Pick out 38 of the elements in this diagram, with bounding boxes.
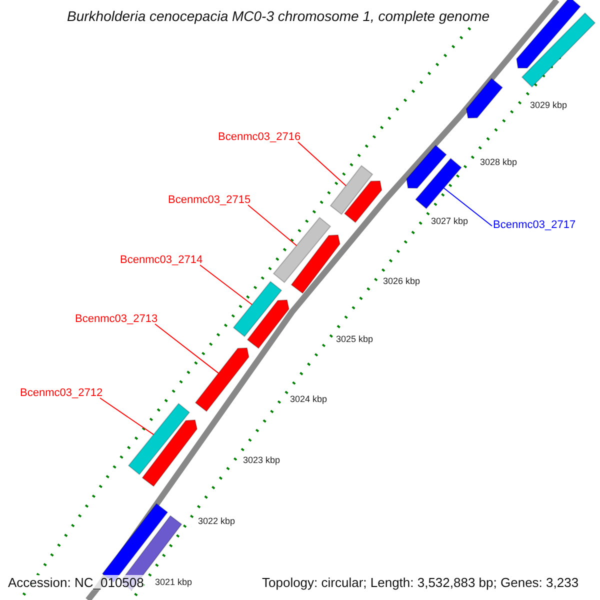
footer-info-text: Accession: NC_010508 xyxy=(8,575,144,590)
gene-feature xyxy=(415,158,462,210)
leader-line xyxy=(100,398,154,436)
leader-line xyxy=(200,264,252,306)
leader-line xyxy=(154,324,219,374)
footer-info-text: Topology: circular; Length: 3,532,883 bp; Genes: 3,233 xyxy=(262,575,579,590)
scale-tick-label: 3023 kbp xyxy=(243,455,280,465)
gene-name-label: Bcenmc03_2715 xyxy=(168,194,251,206)
gene-feature xyxy=(246,299,290,349)
scale-tick-label: 3022 kbp xyxy=(198,516,236,526)
leader-line xyxy=(298,142,346,186)
map-title: Burkholderia cenocepacia MC0-3 chromosome 1, complete genome xyxy=(67,8,490,24)
leader-line xyxy=(248,204,298,246)
gene-name-label: Bcenmc03_2713 xyxy=(75,313,158,325)
scale-tick-label: 3024 kbp xyxy=(290,394,328,404)
gene-name-label: Bcenmc03_2712 xyxy=(20,387,103,399)
gene-feature xyxy=(142,419,198,487)
gene-feature xyxy=(330,165,374,215)
gene-feature xyxy=(128,402,190,476)
scale-tick-label: 3027 kbp xyxy=(431,216,468,226)
gene-feature xyxy=(290,234,340,294)
scale-tick-label: 3028 kbp xyxy=(480,157,518,167)
gene-name-label: Bcenmc03_2714 xyxy=(120,254,203,266)
gene-feature xyxy=(516,0,581,68)
gene-feature xyxy=(272,216,332,284)
scale-tick-label: 3025 kbp xyxy=(336,334,374,344)
gene-name-label: Bcenmc03_2717 xyxy=(493,219,576,231)
scale-tick-label: 3026 kbp xyxy=(383,276,420,286)
leader-line xyxy=(443,188,492,226)
gene-feature xyxy=(521,12,596,88)
gene-feature xyxy=(232,280,282,338)
scale-tick-label: 3029 kbp xyxy=(530,100,568,110)
gene-feature xyxy=(406,144,447,189)
gene-feature xyxy=(194,347,250,412)
gene-feature xyxy=(344,180,382,224)
gene-feature xyxy=(466,78,504,118)
scale-tick-label: 3021 kbp xyxy=(155,577,192,587)
gene-name-label: Bcenmc03_2716 xyxy=(218,131,301,143)
